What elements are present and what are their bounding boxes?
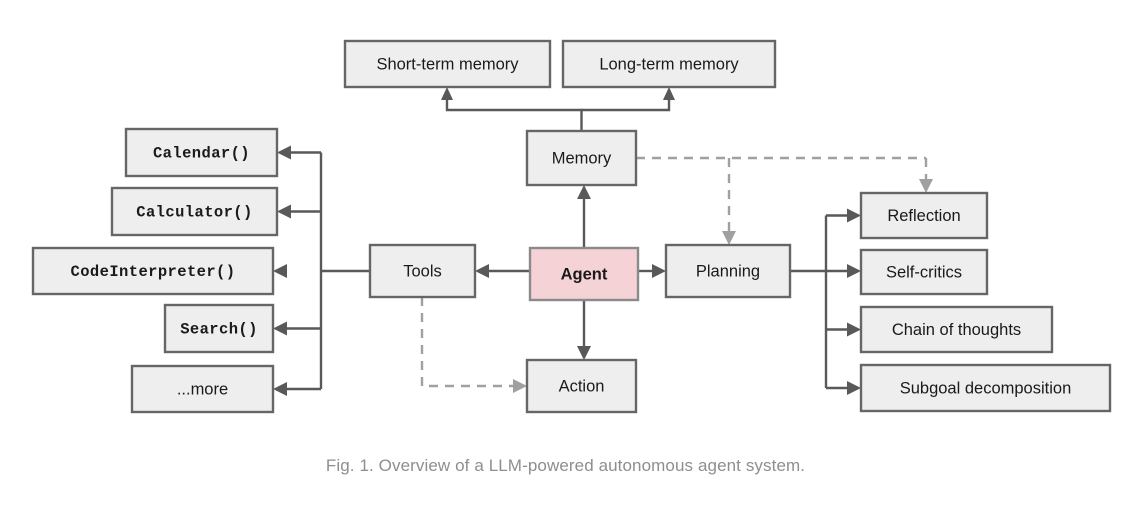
arrow-head-tools [475,264,489,278]
arrow-head-calculator [277,204,291,219]
arrow-head-dashed-action [513,379,527,393]
arrow-head-action [577,346,591,360]
node-reflection[interactable]: Reflection [859,191,989,240]
edge-tools-to-action-dashed [420,297,527,393]
arrow-head-dashed-planning [722,231,736,245]
node-self-critics[interactable]: Self-critics [859,248,989,296]
node-label-self-critics: Self-critics [886,263,962,281]
node-layer: Short-term memory Long-term memory Memor… [31,39,1112,414]
edge-memory-dashed-feeds [636,156,933,245]
node-label-tools: Tools [403,262,442,280]
node-label-code-interpreter: CodeInterpreter() [71,263,236,281]
node-label-search: Search() [180,321,258,339]
node-label-more: ...more [177,380,228,398]
node-label-agent: Agent [561,265,608,283]
arrow-head-subgoal [847,381,861,395]
arrow-head-chain-of-thoughts [847,322,861,337]
node-label-calendar: Calendar() [153,145,250,163]
edge-agent-to-tools [475,264,530,278]
edge-agent-to-action [577,300,591,360]
node-code-interpreter[interactable]: CodeInterpreter() [31,246,275,296]
node-action[interactable]: Action [525,358,638,414]
arrow-head-long-term-memory [663,87,675,100]
arrow-head-calendar [277,145,291,160]
figure-caption: Fig. 1. Overview of a LLM-powered autono… [325,456,806,475]
arrow-head-search [273,321,287,336]
node-label-short-term-memory: Short-term memory [376,55,519,73]
node-chain-of-thoughts[interactable]: Chain of thoughts [859,305,1054,354]
node-long-term-memory[interactable]: Long-term memory [561,39,777,89]
edge-agent-to-memory [577,185,591,248]
arrow-head-reflection [847,208,861,223]
node-label-calculator: Calculator() [136,204,252,222]
node-short-term-memory[interactable]: Short-term memory [343,39,552,89]
edge-agent-to-planning [638,264,666,278]
edge-layer [273,87,933,396]
node-label-reflection: Reflection [887,207,960,225]
node-more[interactable]: ...more [130,364,275,414]
node-label-action: Action [559,377,605,395]
node-calculator[interactable]: Calculator() [110,186,279,237]
node-search[interactable]: Search() [163,303,275,354]
arrow-head-code-interpreter [273,264,287,278]
arrow-head-planning [652,264,666,278]
edge-tools-to-toollist [273,145,370,396]
arrow-head-more [273,382,287,396]
node-planning[interactable]: Planning [664,243,792,299]
node-memory[interactable]: Memory [525,129,638,187]
arrow-head-short-term-memory [441,87,453,100]
node-subgoal-decomposition[interactable]: Subgoal decomposition [859,363,1112,413]
node-label-planning: Planning [696,262,760,280]
node-label-memory: Memory [552,149,612,167]
node-label-subgoal-decomposition: Subgoal decomposition [900,379,1072,397]
arrow-head-self-critics [847,264,861,278]
node-tools[interactable]: Tools [368,243,477,299]
node-label-chain-of-thoughts: Chain of thoughts [892,321,1021,339]
edge-memory-to-memories [441,87,675,131]
node-label-long-term-memory: Long-term memory [599,55,739,73]
arrow-head-dashed-reflection [919,179,933,193]
arrow-head-memory [577,185,591,199]
node-agent[interactable]: Agent [528,246,640,302]
node-calendar[interactable]: Calendar() [124,127,279,178]
edge-planning-to-strategies [790,208,861,395]
